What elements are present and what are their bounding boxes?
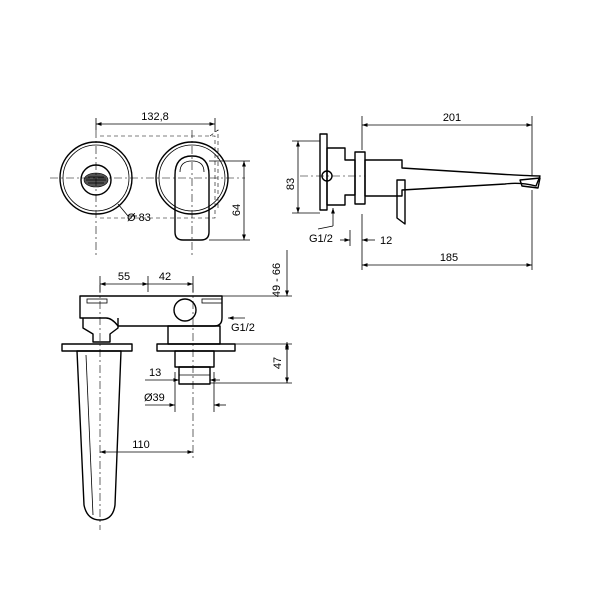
front-view [50,129,245,258]
dim-diameter-83: Ø 83 [127,212,151,224]
dim-front-width: 132,8 [141,111,169,123]
dim-top-110: 110 [132,439,150,451]
spout-side [364,159,541,197]
side-lever [396,179,406,225]
dim-top-13: 13 [149,367,161,379]
dim-side-height-83: 83 [285,178,297,190]
top-left-rosette [61,343,133,352]
dim-top-47: 47 [272,357,284,369]
dim-side-12: 12 [380,235,392,247]
spout-tip [519,177,541,189]
dim-thread-top: G1/2 [231,322,255,334]
top-dimensions: 55 42 49 - 66 G1/2 47 13 Ø39 110 [99,250,292,454]
top-right-rosette [156,343,236,352]
top-view [61,285,236,530]
front-dimensions: 132,8 Ø 83 64 [95,111,250,241]
dim-top-55: 55 [118,271,130,283]
dim-side-185: 185 [440,252,458,264]
dim-range-49-66: 49 - 66 [271,263,283,297]
side-dimensions: 201 83 G1/2 12 185 [285,112,533,270]
dim-thread-side: G1/2 [309,233,333,245]
side-view [300,133,541,225]
dim-side-total: 201 [443,112,461,124]
cartridge-sleeve [174,350,215,368]
spout-top [76,350,122,521]
cartridge [178,366,211,385]
spout-connector [82,318,119,343]
top-body [79,295,223,327]
dim-diameter-39: Ø39 [144,392,165,404]
dim-top-42: 42 [159,271,171,283]
side-rosette [354,151,366,205]
lever-handle [174,155,210,241]
valve-body [326,147,356,206]
dim-height-64: 64 [231,204,243,216]
